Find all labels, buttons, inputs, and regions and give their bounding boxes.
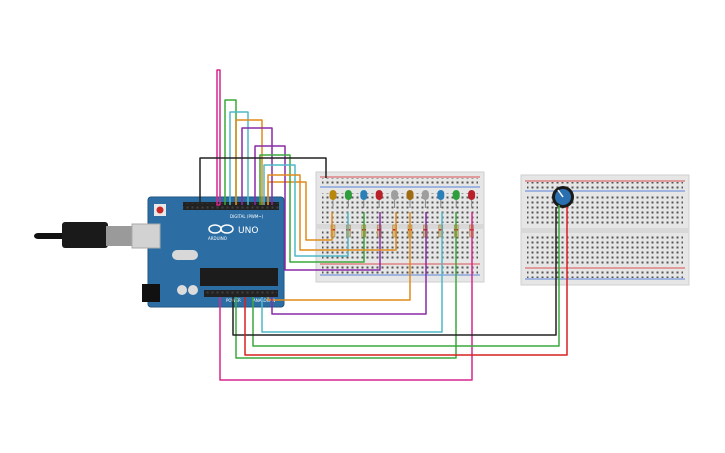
wire-black-2[interactable] (232, 207, 557, 336)
led-2[interactable] (344, 190, 352, 200)
wire-orange-2[interactable] (267, 212, 411, 301)
wire-purple-1[interactable] (241, 127, 273, 205)
resistor-band (438, 229, 443, 231)
led-row (329, 190, 476, 208)
resistor-4[interactable] (376, 224, 382, 238)
led-9[interactable] (452, 190, 460, 200)
resistor-8[interactable] (438, 224, 444, 238)
board-brand-text: ARDUINO (208, 236, 227, 241)
wire-black-1[interactable] (199, 157, 327, 205)
wire-layer (199, 69, 568, 381)
wire-cyan-2[interactable] (261, 212, 443, 333)
led-4[interactable] (375, 190, 383, 200)
resistor-band (331, 229, 335, 231)
led-7[interactable] (421, 190, 429, 200)
wire-magenta-2[interactable] (219, 212, 473, 381)
resistor-1[interactable] (330, 224, 336, 238)
breadboard-right (520, 174, 690, 286)
arduino-logo-icon (208, 224, 234, 234)
usb-cable-icon (34, 222, 161, 249)
board-logo-text: UNO (238, 226, 258, 236)
analog-label: ANALOG IN (253, 298, 275, 303)
reset-button-icon[interactable] (156, 206, 164, 214)
breadboard-left (315, 171, 485, 283)
wire-purple-3[interactable] (254, 145, 381, 271)
led-10[interactable] (468, 190, 476, 200)
wire-green-2[interactable] (235, 212, 457, 359)
digital-header-label: DIGITAL (PWM~) (230, 214, 264, 219)
led-5[interactable] (391, 190, 399, 200)
led-6[interactable] (406, 190, 414, 200)
wire-purple-2[interactable] (271, 212, 427, 315)
wire-green-3[interactable] (252, 205, 560, 347)
wire-green-4[interactable] (259, 154, 365, 263)
wire-magenta-1[interactable] (216, 69, 221, 206)
potentiometer-icon[interactable] (552, 186, 574, 208)
led-3[interactable] (360, 190, 368, 200)
wire-orange-1[interactable] (235, 119, 263, 205)
wire-orange-4[interactable] (267, 174, 397, 251)
arduino-uno-board[interactable]: UNO ARDUINO DIGITAL (PWM~) POWER ANALOG … (142, 196, 285, 308)
led-1[interactable] (329, 190, 337, 200)
resistor-band (392, 229, 397, 231)
resistor-band (377, 229, 382, 231)
led-8[interactable] (437, 190, 445, 200)
wire-red-1[interactable] (244, 207, 568, 356)
wire-cyan-3[interactable] (263, 164, 349, 257)
